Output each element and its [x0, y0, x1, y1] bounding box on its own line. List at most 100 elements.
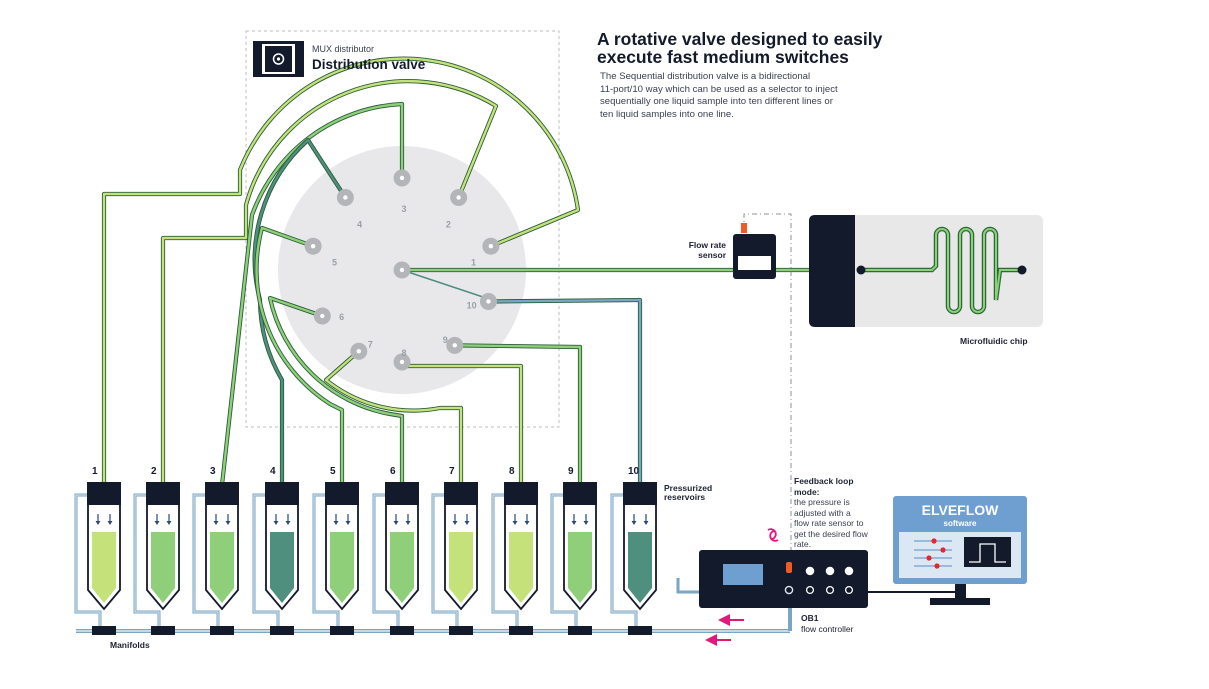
pressure-arrowhead-9-1 — [571, 521, 577, 525]
valve-port-center-3 — [399, 175, 405, 181]
feedback-loop-icon — [767, 528, 779, 542]
reservoir-liquid-6 — [390, 532, 414, 603]
reservoir-number-2: 2 — [151, 466, 157, 477]
pressure-arrowhead-4-2 — [285, 521, 291, 525]
software-sub: software — [943, 519, 977, 528]
ob1-port-1 — [805, 566, 815, 576]
reservoir-number-5: 5 — [330, 466, 336, 477]
manifold-block-10 — [628, 626, 652, 635]
pressure-arrowhead-4-1 — [273, 521, 279, 525]
valve-port-center-1 — [488, 243, 494, 249]
feedback-body-line-1: the pressure is — [794, 497, 850, 507]
manifold-block-5 — [330, 626, 354, 635]
reservoirs-layer — [74, 482, 657, 635]
ob1-controller — [676, 550, 868, 608]
pressure-arrowhead-5-1 — [333, 521, 339, 525]
tube-10 — [488, 298, 642, 485]
tube-7 — [324, 350, 463, 485]
valve-port-label-6: 6 — [339, 312, 344, 322]
valve-port-center-dot — [399, 267, 405, 273]
headline-line-2: execute fast medium switches — [597, 47, 849, 67]
reservoir-2 — [133, 482, 180, 635]
flow-rate-sensor — [733, 223, 776, 279]
valve-port-label-3: 3 — [401, 204, 406, 214]
tube-1 — [102, 57, 580, 485]
valve-port-label-1: 1 — [471, 257, 476, 267]
reservoir-cap-9 — [563, 482, 597, 505]
pressure-arrowhead-8-2 — [524, 521, 530, 525]
pressure-arrowhead-6-1 — [393, 521, 399, 525]
pressure-arrowhead-7-2 — [464, 521, 470, 525]
tube-2 — [161, 80, 498, 485]
valve-port-label-8: 8 — [401, 348, 406, 358]
pressure-arrowhead-9-2 — [583, 521, 589, 525]
reservoir-liquid-4 — [270, 532, 294, 603]
software-slider-knob-1 — [931, 538, 937, 544]
reservoir-air-line-inner-1 — [75, 494, 101, 631]
description-line-4: ten liquid samples into one line. — [600, 108, 734, 120]
ob1-port-2 — [825, 566, 835, 576]
reservoir-liquid-1 — [92, 532, 116, 603]
computer-monitor — [893, 496, 1027, 605]
ob1-port-3 — [844, 566, 854, 576]
valve-port-label-10: 10 — [467, 301, 477, 311]
manifold-block-7 — [449, 626, 473, 635]
reservoir-cap-4 — [265, 482, 299, 505]
reservoir-6 — [372, 482, 419, 635]
mux-title: Distribution valve — [312, 57, 426, 72]
reservoir-cap-5 — [325, 482, 359, 505]
reservoir-air-line-inner-4 — [253, 494, 279, 631]
feedback-dashed-line — [743, 213, 792, 570]
pressure-arrowhead-3-1 — [213, 521, 219, 525]
feedback-body-line-4: get the desired flow — [794, 528, 868, 539]
feedback-title-line-1: Feedback loop — [794, 476, 854, 486]
description-line-3: sequentially one liquid sample into ten … — [600, 96, 833, 107]
manifold-block-6 — [390, 626, 414, 635]
headline: A rotative valve designed to easily exec… — [597, 30, 957, 66]
feedback-body-line-2: adjusted with a — [794, 507, 851, 518]
reservoir-cap-7 — [444, 482, 478, 505]
reservoir-air-line-inner-10 — [611, 494, 637, 631]
reservoir-air-line-inner-8 — [492, 494, 518, 631]
reservoir-liquid-7 — [449, 532, 473, 603]
headline-line-1: A rotative valve designed to easily — [597, 29, 883, 49]
pressure-arrowhead-2-2 — [166, 521, 172, 525]
pressure-arrowhead-5-2 — [345, 521, 351, 525]
valve-port-center-7 — [356, 349, 362, 354]
flow-sensor-label-line-1: Flow rate — [688, 240, 726, 250]
valve-port-label-9: 9 — [443, 335, 448, 345]
reservoir-10 — [610, 482, 657, 635]
pressure-arrowhead-3-2 — [225, 521, 231, 525]
reservoir-air-line-inner-5 — [313, 494, 339, 631]
controller-label: OB1 flow controller — [801, 613, 853, 635]
valve-port-center-8 — [399, 359, 405, 365]
software-brand: ELVEFLOW — [921, 502, 999, 518]
reservoirs-label: Pressurized reservoirs — [664, 484, 712, 502]
valve-port-center-6 — [320, 313, 325, 319]
reservoir-liquid-2 — [151, 532, 175, 603]
valve-port-center-10 — [486, 299, 491, 304]
reservoir-liquid-8 — [509, 532, 533, 603]
valve-port-center-9 — [452, 343, 457, 348]
ob1-port-6 — [844, 585, 854, 595]
reservoir-number-8: 8 — [509, 466, 515, 477]
reservoir-number-3: 3 — [210, 466, 216, 477]
mux-subtitle: MUX distributor — [312, 44, 375, 54]
tube-center-inner — [401, 269, 493, 301]
manifold-block-1 — [92, 626, 116, 635]
microfluidic-chip — [809, 215, 1043, 327]
feedback-body-line-5: rate. — [794, 539, 812, 549]
reservoir-9 — [550, 482, 597, 635]
reservoir-cap-6 — [385, 482, 419, 505]
reservoirs-label-line-1: Pressurized — [664, 483, 713, 493]
pressure-arrowhead-10-2 — [643, 521, 649, 525]
reservoir-cap-8 — [504, 482, 538, 505]
feedback-title-line-2: mode: — [794, 486, 820, 497]
reservoir-number-10: 10 — [628, 466, 640, 477]
chip-label: Microfluidic chip — [960, 336, 1028, 346]
ob1-port-4 — [805, 585, 815, 595]
reservoir-liquid-9 — [568, 532, 592, 603]
reservoir-4 — [252, 482, 299, 635]
reservoir-air-line-inner-9 — [551, 494, 577, 631]
